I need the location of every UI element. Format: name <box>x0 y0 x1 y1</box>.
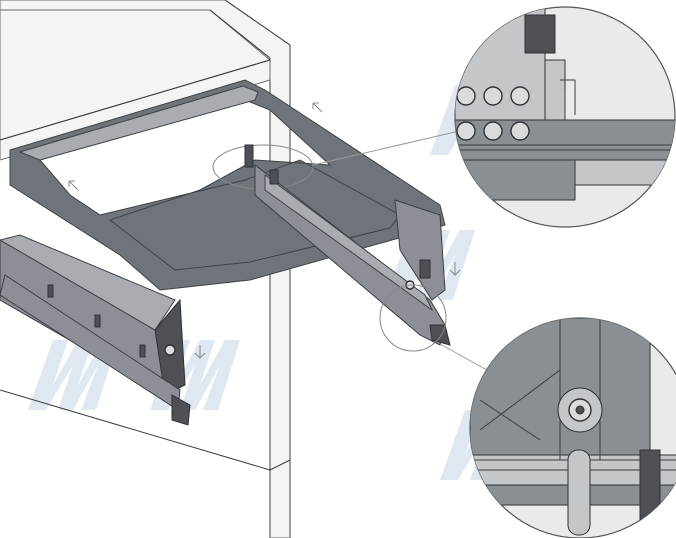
detail-callout-bottom <box>469 317 676 538</box>
arrow-down-icon <box>449 262 461 276</box>
mounting-clip <box>244 144 279 185</box>
arrow-down-icon <box>194 345 206 359</box>
arrow-up-left-icon <box>68 180 79 191</box>
arrow-up-left-icon <box>312 102 323 113</box>
detail-circle-bottom <box>379 284 447 352</box>
right-runner <box>254 163 451 352</box>
leader-line-top <box>312 131 456 166</box>
detail-callout-top <box>454 6 676 228</box>
left-runner <box>0 234 191 426</box>
